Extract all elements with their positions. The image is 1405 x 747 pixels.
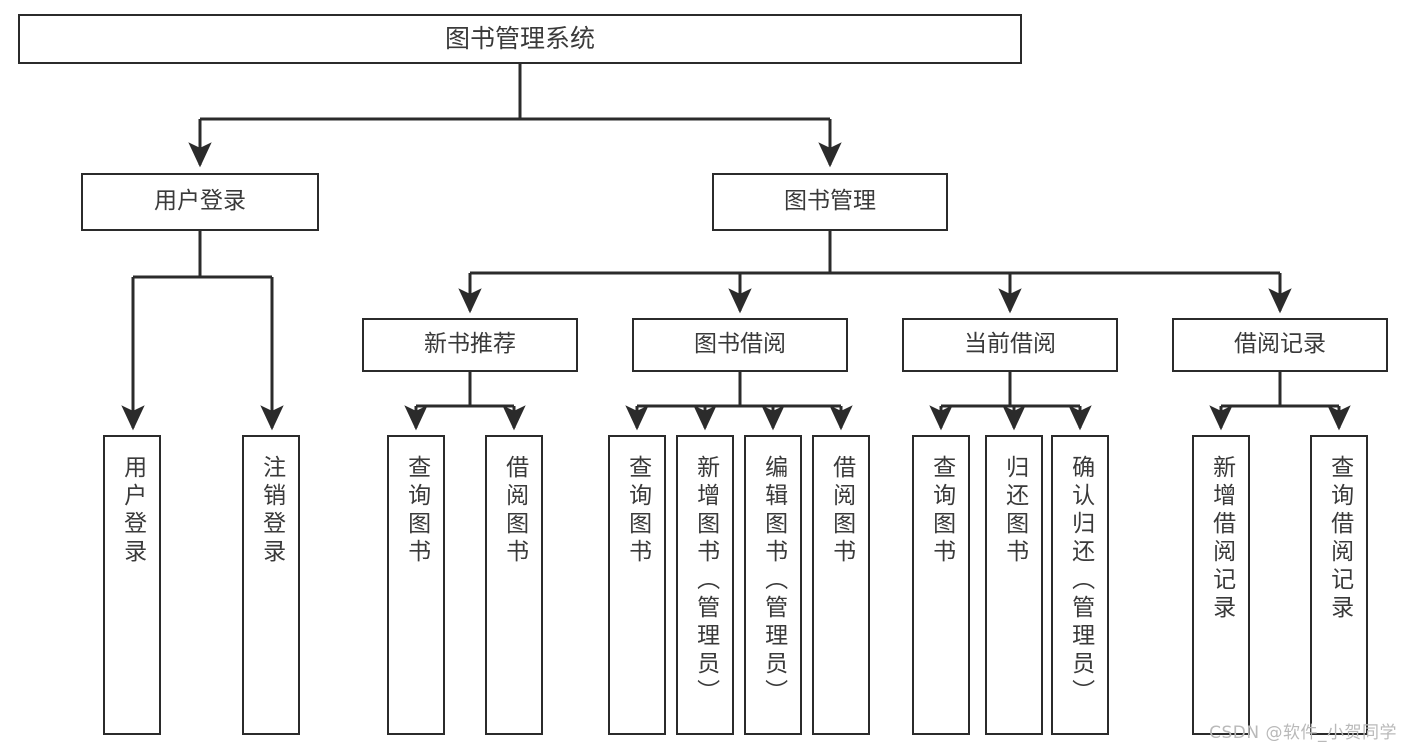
node-user-login-label: 用户登录 bbox=[154, 188, 246, 215]
node-leaf-add-record[interactable]: 新增借阅记录 bbox=[1192, 435, 1250, 735]
node-leaf-query-book-2-label: 查询图书 bbox=[624, 455, 651, 567]
node-current-borrow[interactable]: 当前借阅 bbox=[902, 318, 1118, 372]
node-leaf-confirm-return-label: 确认归还（管理员） bbox=[1067, 455, 1094, 707]
node-leaf-query-record[interactable]: 查询借阅记录 bbox=[1310, 435, 1368, 735]
node-leaf-query-book-3[interactable]: 查询图书 bbox=[912, 435, 970, 735]
node-leaf-query-book-1-label: 查询图书 bbox=[403, 455, 430, 567]
node-leaf-user-logout[interactable]: 注销登录 bbox=[242, 435, 300, 735]
node-current-borrow-label: 当前借阅 bbox=[964, 331, 1056, 358]
node-user-login[interactable]: 用户登录 bbox=[81, 173, 319, 231]
node-leaf-edit-book-label: 编辑图书（管理员） bbox=[760, 455, 787, 707]
node-leaf-borrow-book-1-label: 借阅图书 bbox=[501, 455, 528, 567]
node-leaf-confirm-return[interactable]: 确认归还（管理员） bbox=[1051, 435, 1109, 735]
node-root-label: 图书管理系统 bbox=[444, 24, 595, 54]
node-leaf-query-book-2[interactable]: 查询图书 bbox=[608, 435, 666, 735]
node-new-book-recommend-label: 新书推荐 bbox=[424, 331, 516, 358]
node-borrow-record-label: 借阅记录 bbox=[1234, 331, 1326, 358]
node-leaf-add-record-label: 新增借阅记录 bbox=[1208, 455, 1235, 623]
node-book-manage[interactable]: 图书管理 bbox=[712, 173, 948, 231]
node-leaf-query-book-3-label: 查询图书 bbox=[928, 455, 955, 567]
node-leaf-borrow-book-1[interactable]: 借阅图书 bbox=[485, 435, 543, 735]
node-leaf-return-book[interactable]: 归还图书 bbox=[985, 435, 1043, 735]
node-leaf-add-book[interactable]: 新增图书（管理员） bbox=[676, 435, 734, 735]
node-leaf-borrow-book-2[interactable]: 借阅图书 bbox=[812, 435, 870, 735]
node-borrow-record[interactable]: 借阅记录 bbox=[1172, 318, 1388, 372]
csdn-watermark: CSDN @软件_小贺同学 bbox=[1209, 723, 1397, 743]
node-book-borrow[interactable]: 图书借阅 bbox=[632, 318, 848, 372]
node-leaf-add-book-label: 新增图书（管理员） bbox=[692, 455, 719, 707]
node-book-manage-label: 图书管理 bbox=[784, 188, 876, 215]
node-leaf-edit-book[interactable]: 编辑图书（管理员） bbox=[744, 435, 802, 735]
node-book-borrow-label: 图书借阅 bbox=[694, 331, 786, 358]
node-root[interactable]: 图书管理系统 bbox=[18, 14, 1022, 64]
node-leaf-user-login-label: 用户登录 bbox=[119, 455, 146, 567]
node-leaf-user-login[interactable]: 用户登录 bbox=[103, 435, 161, 735]
node-leaf-query-book-1[interactable]: 查询图书 bbox=[387, 435, 445, 735]
node-leaf-return-book-label: 归还图书 bbox=[1001, 455, 1028, 567]
node-leaf-query-record-label: 查询借阅记录 bbox=[1326, 455, 1353, 623]
node-leaf-borrow-book-2-label: 借阅图书 bbox=[828, 455, 855, 567]
node-leaf-user-logout-label: 注销登录 bbox=[258, 455, 285, 567]
node-new-book-recommend[interactable]: 新书推荐 bbox=[362, 318, 578, 372]
